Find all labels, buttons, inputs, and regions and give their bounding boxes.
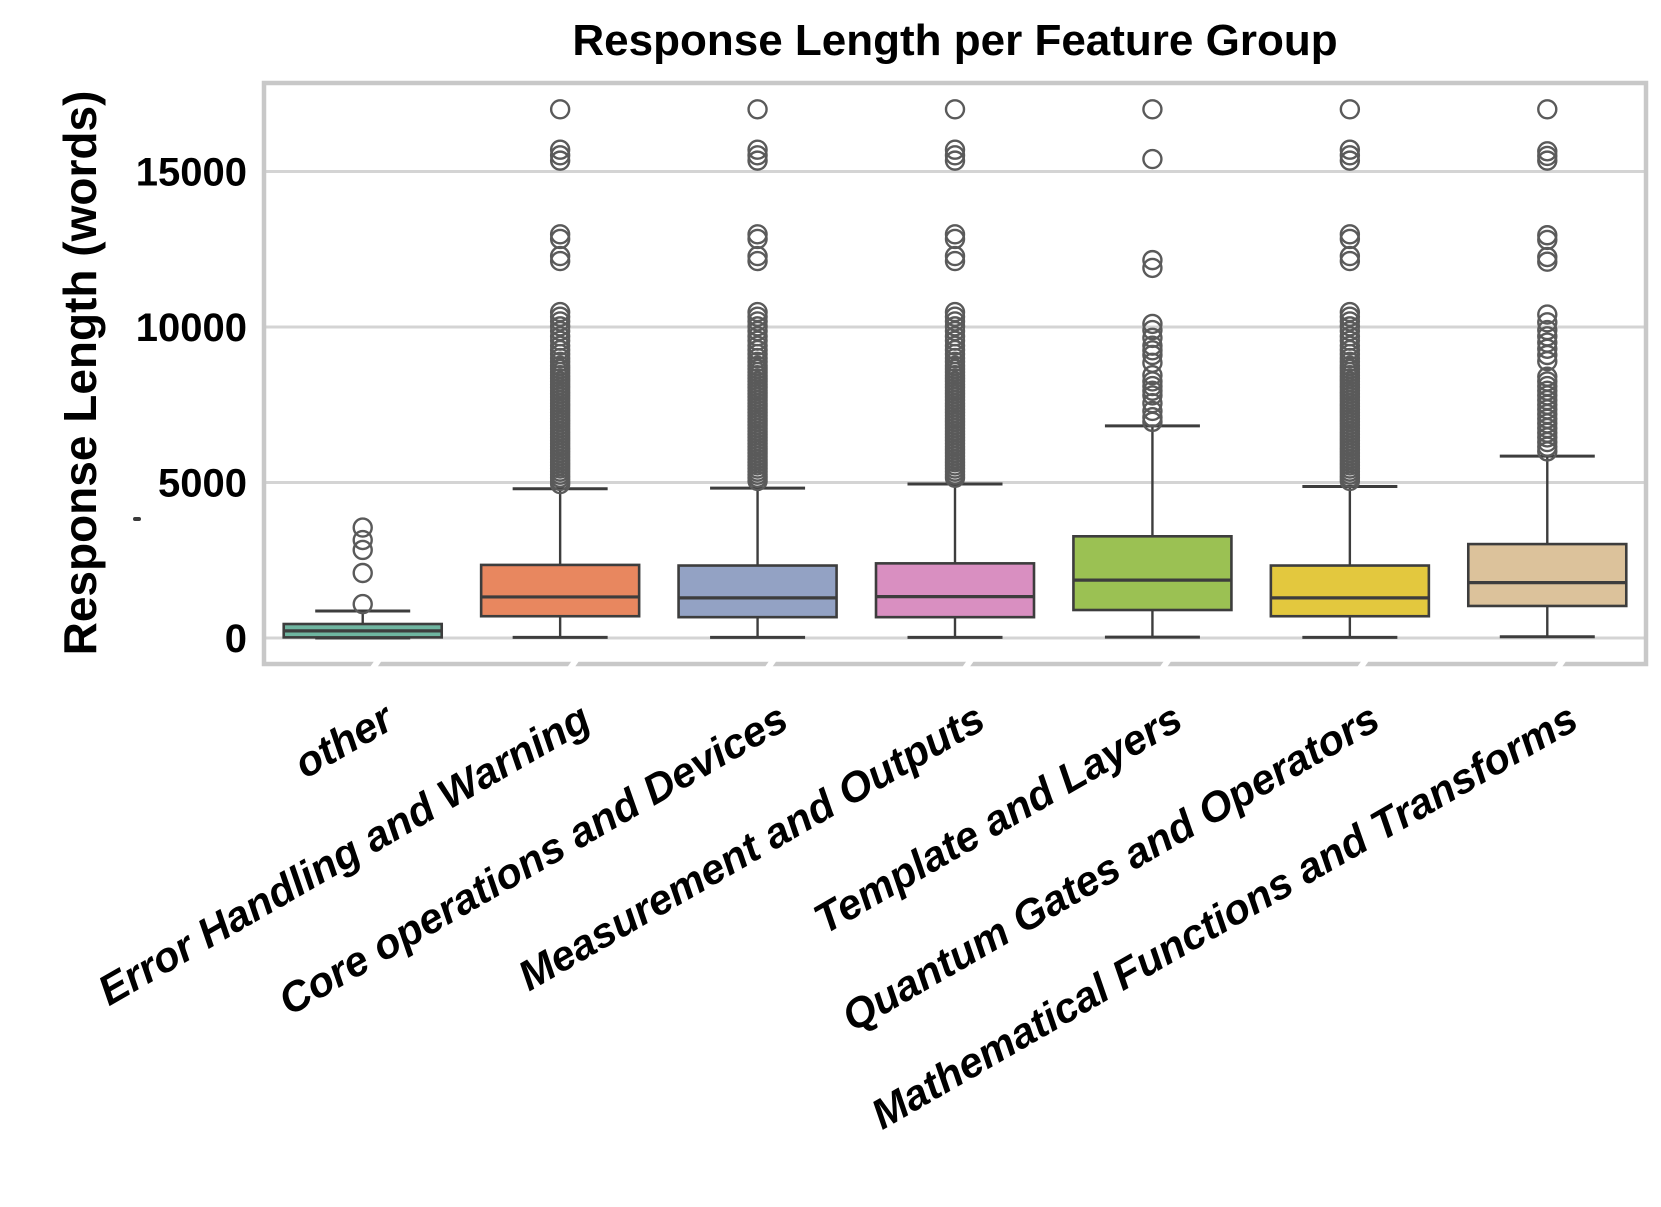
- chart-title: Response Length per Feature Group: [572, 16, 1338, 65]
- outlier-point: [549, 473, 571, 495]
- outlier-point: [1142, 319, 1163, 341]
- box: [874, 562, 1036, 619]
- y-tick-label: 0: [225, 617, 247, 661]
- outlier-point: [1339, 99, 1361, 120]
- outlier-point: [352, 517, 373, 538]
- outlier-point: [1142, 365, 1163, 386]
- outlier-point: [549, 139, 571, 160]
- outlier-point: [747, 311, 768, 332]
- outlier-point: [747, 145, 768, 166]
- outlier-point: [1142, 257, 1163, 279]
- outlier-point: [549, 245, 571, 267]
- stray-mark: [133, 517, 141, 521]
- x-tick-mark: [1548, 655, 1568, 679]
- outlier-point: [1142, 99, 1163, 120]
- outlier-point: [944, 139, 966, 160]
- outlier-point: [549, 145, 571, 166]
- outlier-point: [944, 145, 966, 166]
- outlier-point: [1339, 150, 1361, 171]
- x-tick-mark: [1153, 655, 1173, 679]
- y-tick-label: 10000: [136, 306, 247, 350]
- outlier-point: [1339, 311, 1361, 332]
- box: [1466, 542, 1628, 608]
- outlier-point: [1339, 250, 1361, 272]
- outlier-point: [1537, 351, 1558, 372]
- outlier-point: [944, 150, 966, 171]
- y-tick-label: 15000: [136, 151, 247, 195]
- outlier-point: [944, 250, 966, 272]
- plot-border: [261, 80, 1649, 667]
- outlier-point: [1339, 470, 1361, 492]
- outlier-point: [944, 467, 966, 489]
- outlier-point: [352, 529, 373, 551]
- outlier-point: [944, 245, 966, 267]
- outlier-point: [1142, 411, 1163, 433]
- outlier-point: [549, 250, 571, 272]
- outlier-point: [1537, 304, 1558, 325]
- box: [1072, 535, 1233, 612]
- outlier-point: [1537, 441, 1558, 462]
- outlier-point: [747, 470, 768, 492]
- outlier-point: [1537, 338, 1558, 359]
- y-tick-label: 5000: [158, 462, 247, 506]
- box: [677, 564, 838, 619]
- outlier-point: [747, 139, 768, 160]
- outlier-point: [747, 250, 768, 272]
- box: [479, 563, 641, 618]
- outlier-point: [1339, 145, 1361, 166]
- outlier-point: [944, 99, 966, 120]
- outlier-point: [1142, 385, 1163, 406]
- x-tick-mark: [1351, 655, 1371, 679]
- outlier-point: [1537, 344, 1558, 366]
- outlier-point: [747, 245, 768, 267]
- outlier-point: [944, 311, 966, 332]
- outlier-point: [1537, 99, 1558, 120]
- outlier-point: [549, 99, 571, 120]
- outlier-point: [1537, 312, 1558, 333]
- outlier-point: [1142, 249, 1163, 271]
- outlier-point: [352, 593, 373, 615]
- outlier-point: [1339, 139, 1361, 160]
- outlier-point: [549, 311, 571, 332]
- outlier-point: [352, 539, 373, 561]
- x-tick-mark: [759, 655, 779, 679]
- outlier-point: [747, 150, 768, 171]
- outlier-point: [1142, 148, 1163, 170]
- x-tick-mark: [561, 655, 581, 679]
- outlier-point: [1537, 150, 1558, 171]
- outlier-point: [1142, 313, 1163, 335]
- outlier-point: [1142, 400, 1163, 422]
- outlier-point: [549, 150, 571, 171]
- outlier-point: [1339, 245, 1361, 267]
- box: [1269, 564, 1431, 618]
- outlier-point: [1537, 251, 1558, 272]
- x-tick-mark: [956, 655, 976, 679]
- x-tick-mark: [364, 655, 384, 679]
- outlier-point: [352, 562, 373, 584]
- outlier-point: [747, 99, 768, 120]
- outlier-point: [1142, 344, 1163, 366]
